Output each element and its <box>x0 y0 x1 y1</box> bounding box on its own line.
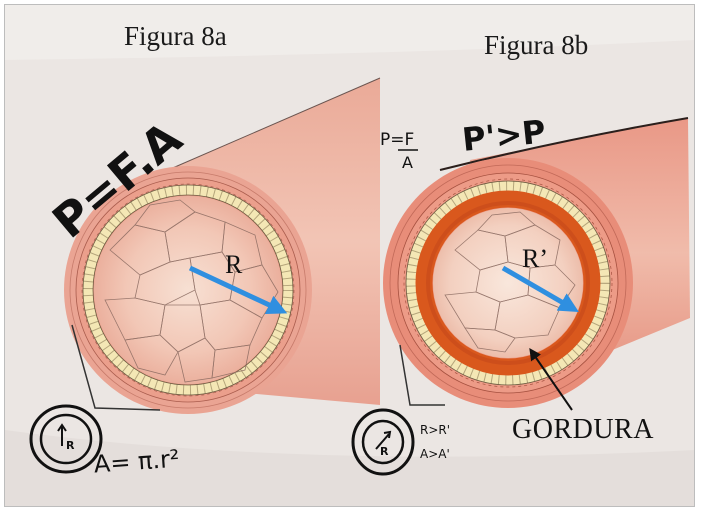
inset-8b-radius-letter: R <box>380 445 389 458</box>
radius-label-8b: R’ <box>522 244 548 274</box>
vessel-8a-lumen <box>94 196 282 384</box>
formula-8b-denominator: A <box>402 153 413 172</box>
inset-8b-relation-1: R>R' <box>420 423 450 437</box>
figure-8b-title: Figura 8b <box>484 30 588 61</box>
formula-8b-numerator: P=F <box>380 130 414 150</box>
area-formula-8a: A= π.r² <box>93 445 180 479</box>
inset-8a-radius-letter: R <box>66 439 75 452</box>
radius-label-8a: R <box>225 250 242 280</box>
inset-8b-relation-2: A>A' <box>420 447 450 461</box>
figure-8a-title: Figura 8a <box>124 21 227 52</box>
gordura-label: GORDURA <box>512 414 654 446</box>
